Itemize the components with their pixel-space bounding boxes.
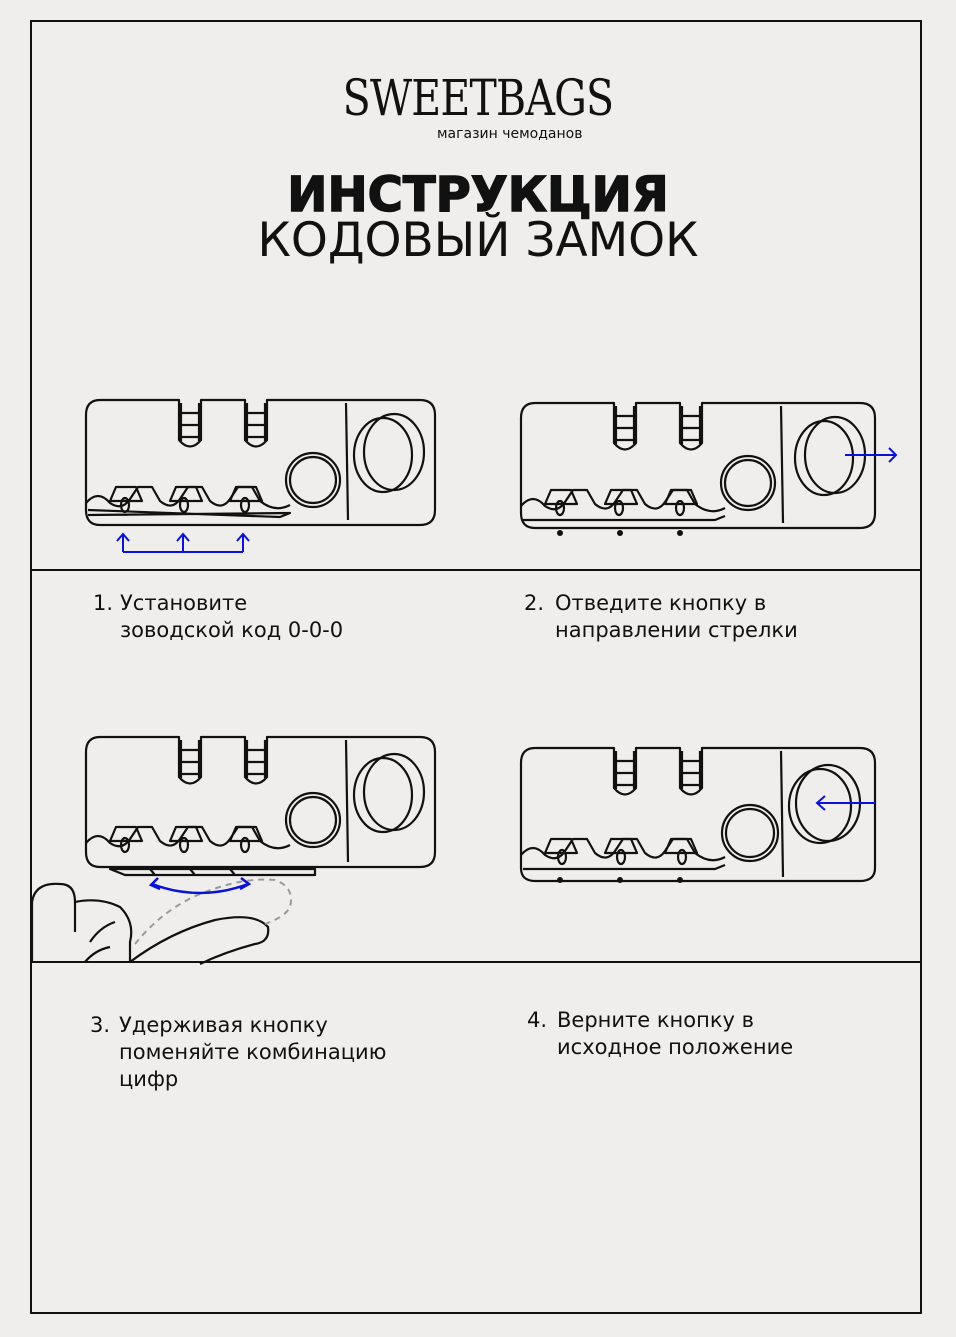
step-4-line-1: Верните кнопку в (557, 1008, 755, 1032)
step-1-line-1: Установите (120, 591, 248, 615)
step-2-line-1: Отведите кнопку в (555, 591, 767, 615)
step-4-line-2: исходное положение (557, 1035, 794, 1059)
step-3-line-1: Удерживая кнопку (119, 1013, 328, 1037)
step-1-number: 1. (93, 591, 114, 615)
page-subtitle: КОДОВЫЙ ЗАМОК (257, 213, 699, 268)
step-4-number: 4. (527, 1008, 548, 1032)
step-1: 1. Установите зоводской код 0-0-0 (93, 590, 473, 650)
lock-illustration-step1 (84, 398, 437, 553)
step-2: 2. Отведите кнопку в направлении стрелки (524, 590, 904, 650)
step-2-line-2: направлении стрелки (555, 618, 798, 642)
divider-top (30, 569, 922, 571)
page-title: ИНСТРУКЦИЯ (287, 167, 670, 223)
lock-illustration-step4 (519, 746, 877, 883)
brand-logo: SWEETBAGS (342, 69, 614, 127)
step-4: 4. Верните кнопку в исходное положение (527, 1007, 907, 1067)
step-3-line-2: поменяйте комбинацию (119, 1040, 387, 1064)
step-2-number: 2. (524, 591, 545, 615)
step-3: 3. Удерживая кнопку поменяйте комбинацию… (90, 1012, 470, 1097)
step-1-line-2: зоводской код 0-0-0 (120, 618, 344, 642)
step-3-number: 3. (90, 1013, 111, 1037)
lock-illustration-step3 (30, 735, 437, 965)
step-3-line-3: цифр (119, 1067, 179, 1091)
brand-tagline: магазин чемоданов (437, 126, 583, 142)
divider-bottom (30, 961, 922, 963)
page-frame (30, 20, 922, 1314)
lock-illustration-step2 (519, 401, 898, 536)
